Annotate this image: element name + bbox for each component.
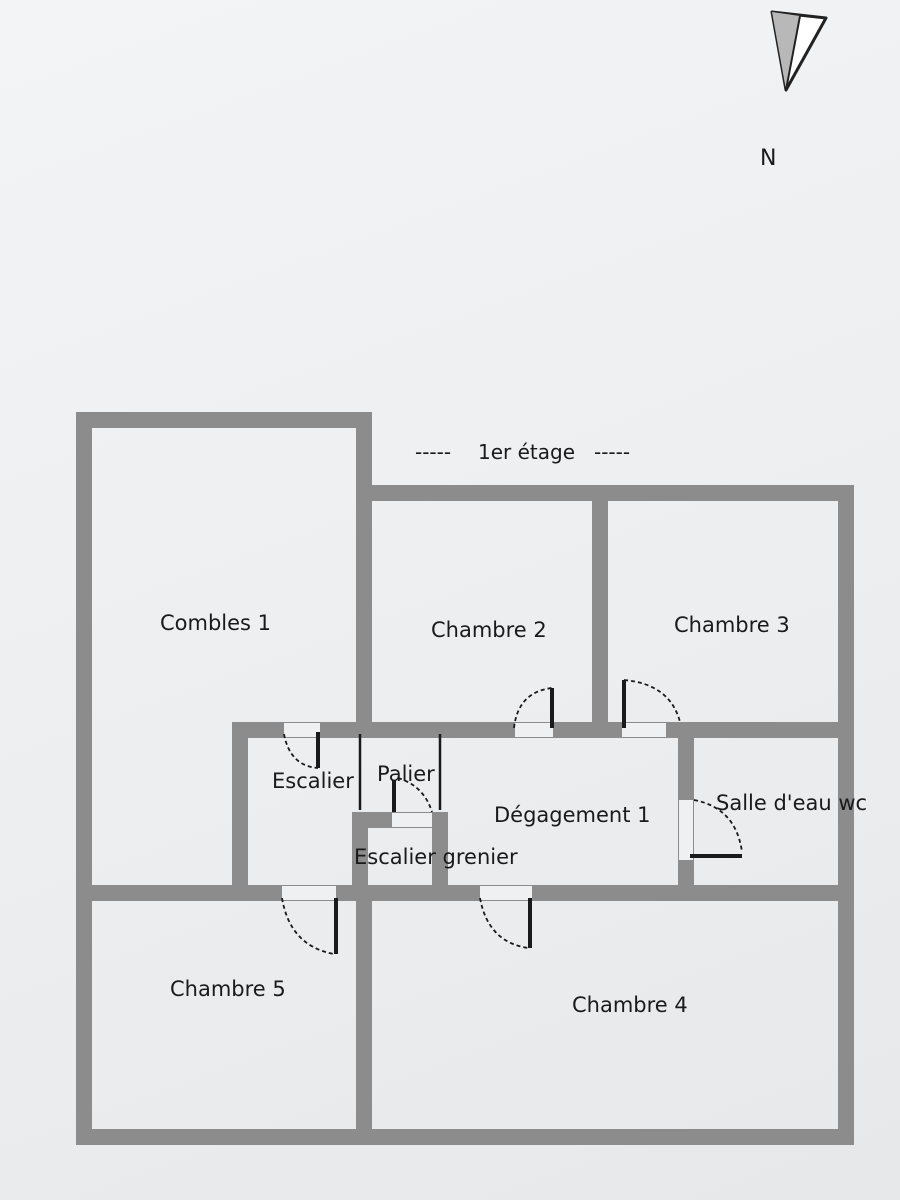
room-label-combles-1: Combles 1 [160,611,271,635]
title-dashes-left: ----- [415,440,451,464]
room-label-chambre-4: Chambre 4 [572,993,688,1017]
door-gap-chambre5 [282,886,336,900]
door-chambre-2 [513,687,554,729]
floor-title: 1er étage [478,440,575,464]
door-chambre-5 [281,897,338,955]
door-openings [282,723,693,900]
door-escalier [283,732,320,769]
door-gap-salle-eau [679,800,693,860]
room-label-salle-eau-wc: Salle d'eau wc [716,791,867,815]
door-gap-chambre3 [622,723,666,737]
door-gap-chambre2 [515,723,553,737]
door-chambre-4 [479,897,532,949]
room-label-escalier-grenier: Escalier grenier [354,845,518,869]
room-label-degagement-1: Dégagement 1 [494,803,651,827]
doors [281,679,743,955]
north-arrow-icon [770,10,828,92]
outer-wall [76,412,854,1145]
walls [76,412,854,1145]
door-gap-escalier [284,723,320,737]
door-chambre-3 [622,679,681,728]
room-label-escalier: Escalier [272,769,354,793]
door-gap-chambre4 [480,886,532,900]
door-palier [392,777,433,813]
room-label-chambre-2: Chambre 2 [431,618,547,642]
north-label: N [760,146,776,171]
door-salle-eau [690,799,743,858]
title-dashes-right: ----- [594,440,630,464]
room-label-chambre-5: Chambre 5 [170,977,286,1001]
room-label-chambre-3: Chambre 3 [674,613,790,637]
door-gap-palier [392,813,432,827]
room-label-palier: Palier [377,762,435,786]
